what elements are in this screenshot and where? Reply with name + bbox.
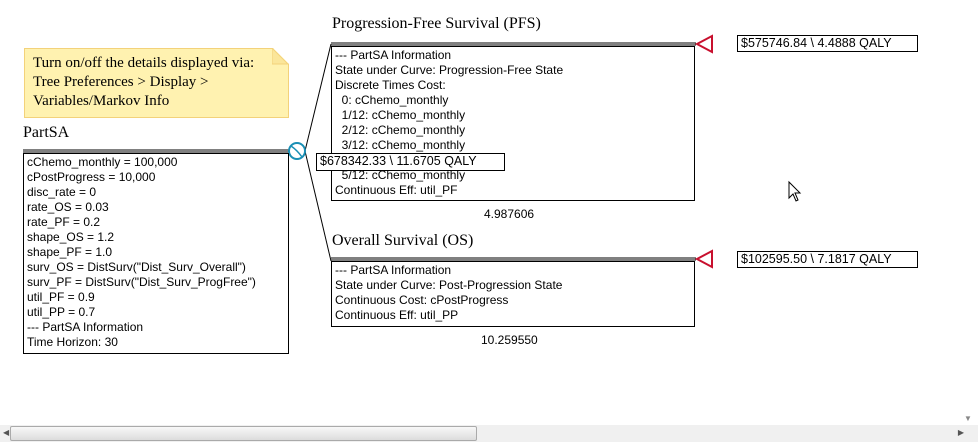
info-line: Continuous Eff: util_PF bbox=[335, 183, 458, 197]
info-line: Continuous Eff: util_PP bbox=[335, 308, 459, 322]
os-result: $102595.50 \ 7.1817 QALY bbox=[737, 251, 918, 268]
vertical-scrollbar[interactable]: ▼ bbox=[960, 0, 977, 425]
info-line: 5/12: cChemo_monthly bbox=[335, 168, 466, 182]
info-line: util_PF = 0.9 bbox=[27, 290, 95, 304]
pfs-result: $575746.84 \ 4.4888 QALY bbox=[737, 35, 918, 52]
info-line: surv_OS = DistSurv("Dist_Surv_Overall") bbox=[27, 260, 246, 274]
terminal-node-icon bbox=[694, 249, 713, 269]
info-line: 1/12: cChemo_monthly bbox=[335, 108, 466, 122]
info-line: 0: cChemo_monthly bbox=[335, 93, 449, 107]
pfs-value: 4.987606 bbox=[484, 207, 535, 221]
info-line: rate_OS = 0.03 bbox=[27, 200, 109, 214]
scroll-left-icon[interactable]: ◀ bbox=[3, 428, 10, 437]
info-line: cPostProgress = 10,000 bbox=[27, 170, 156, 184]
info-line: shape_OS = 1.2 bbox=[27, 230, 115, 244]
scroll-down-icon[interactable]: ▼ bbox=[964, 414, 972, 423]
info-line: cChemo_monthly = 100,000 bbox=[27, 155, 178, 169]
info-line: 3/12: cChemo_monthly bbox=[335, 138, 466, 152]
note-line: Variables/Markov Info bbox=[33, 93, 170, 109]
pfs-node-label[interactable]: Progression-Free Survival (PFS) bbox=[332, 15, 541, 32]
info-line: util_PP = 0.7 bbox=[27, 305, 96, 319]
info-line: rate_PF = 0.2 bbox=[27, 215, 101, 229]
root-result: $678342.33 \ 11.6705 QALY bbox=[316, 153, 505, 171]
scroll-thumb[interactable] bbox=[10, 426, 477, 441]
info-line: --- PartSA Information bbox=[27, 320, 144, 334]
info-line: --- PartSA Information bbox=[335, 263, 452, 277]
info-line: Continuous Cost: cPostProgress bbox=[335, 293, 509, 307]
partsa-node-icon bbox=[288, 142, 306, 160]
os-value: 10.259550 bbox=[481, 333, 538, 347]
terminal-node-icon bbox=[694, 34, 713, 54]
note-fold-icon bbox=[272, 48, 289, 65]
info-line: State under Curve: Progression-Free Stat… bbox=[335, 63, 564, 77]
info-line: Time Horizon: 30 bbox=[27, 335, 118, 349]
horizontal-scrollbar[interactable]: ◀ ▶ bbox=[0, 425, 978, 442]
info-line: surv_PF = DistSurv("Dist_Surv_ProgFree") bbox=[27, 275, 256, 289]
info-line: shape_PF = 1.0 bbox=[27, 245, 113, 259]
info-line: State under Curve: Post-Progression Stat… bbox=[335, 278, 563, 292]
note-line: Turn on/off the details displayed via: bbox=[33, 55, 255, 71]
root-node-label[interactable]: PartSA bbox=[23, 124, 70, 141]
info-line: disc_rate = 0 bbox=[27, 185, 97, 199]
scroll-right-icon[interactable]: ▶ bbox=[957, 428, 964, 437]
mouse-cursor-icon bbox=[788, 180, 802, 202]
info-line: --- PartSA Information bbox=[335, 48, 452, 62]
os-node-label[interactable]: Overall Survival (OS) bbox=[332, 232, 474, 249]
info-line: 2/12: cChemo_monthly bbox=[335, 123, 466, 137]
note-line: Tree Preferences > Display > bbox=[33, 74, 209, 90]
info-line: Discrete Times Cost: bbox=[335, 78, 446, 92]
info-note: Turn on/off the details displayed via: T… bbox=[24, 48, 289, 118]
